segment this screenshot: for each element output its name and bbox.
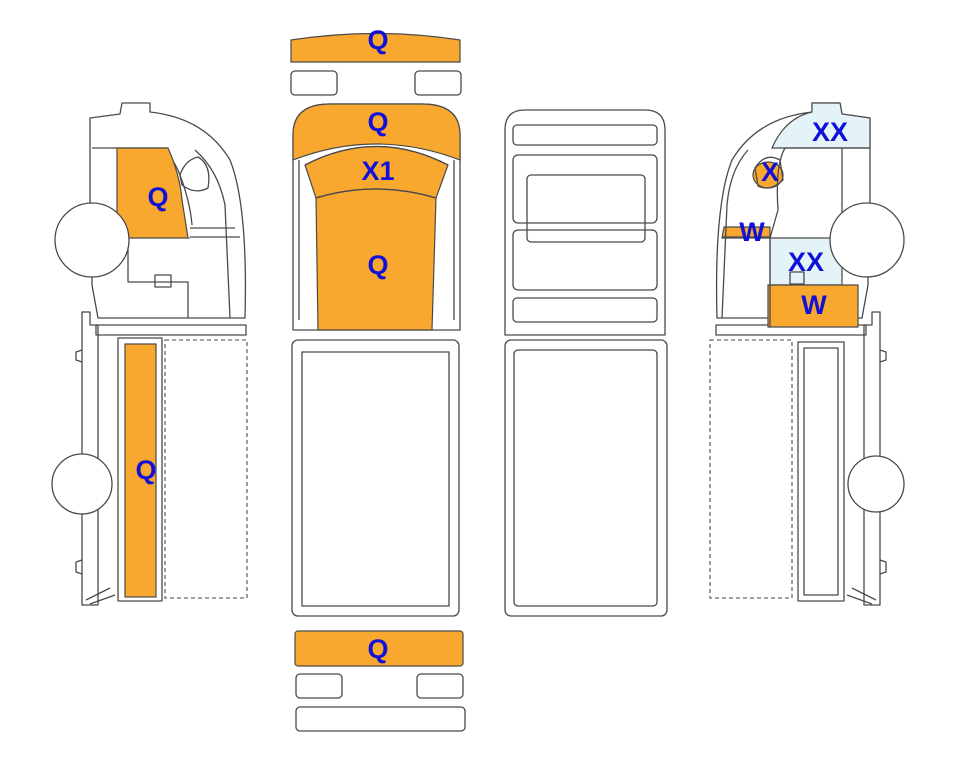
right-taillight (416, 673, 464, 699)
right-cargo-box (709, 339, 793, 599)
label-top-bumper: Q (367, 25, 388, 55)
rear-step (295, 706, 466, 732)
label-right-mirror: X (761, 157, 779, 187)
front-bumper-damage (290, 32, 461, 63)
left-front-wheel (54, 202, 130, 278)
label-top-windshield: X1 (361, 156, 394, 186)
label-right-windshield: XX (812, 117, 848, 147)
right-rear-wheel (847, 455, 905, 513)
label-right-door-strip: W (739, 217, 765, 247)
left-side-view: Q Q (51, 102, 248, 606)
label-top-roof: Q (367, 107, 388, 137)
label-top-rear-bumper: Q (367, 634, 388, 664)
left-cab-door-damage (116, 147, 189, 239)
right-headlight (414, 70, 462, 96)
label-top-hood: Q (367, 250, 388, 280)
top-roof-damage (292, 103, 461, 161)
right-windshield-damage (771, 102, 871, 149)
rear-bumper-damage (294, 630, 464, 667)
left-taillight (295, 673, 343, 699)
top-view: Q Q X1 Q Q (290, 25, 466, 732)
left-body-side-damage (124, 343, 157, 598)
left-rear-wheel (51, 453, 113, 515)
right-front-wheel (829, 202, 905, 278)
label-left-cab: Q (147, 182, 168, 212)
label-right-window: XX (788, 247, 824, 277)
label-left-body: Q (135, 455, 156, 485)
left-headlight (290, 70, 338, 96)
underside-view (504, 109, 668, 617)
right-lower-door-damage (767, 284, 859, 328)
right-side-view: XX X W XX W (709, 102, 905, 606)
left-chassis-step (75, 349, 83, 575)
label-right-lower-door: W (801, 290, 827, 320)
left-cargo-box (164, 339, 248, 599)
